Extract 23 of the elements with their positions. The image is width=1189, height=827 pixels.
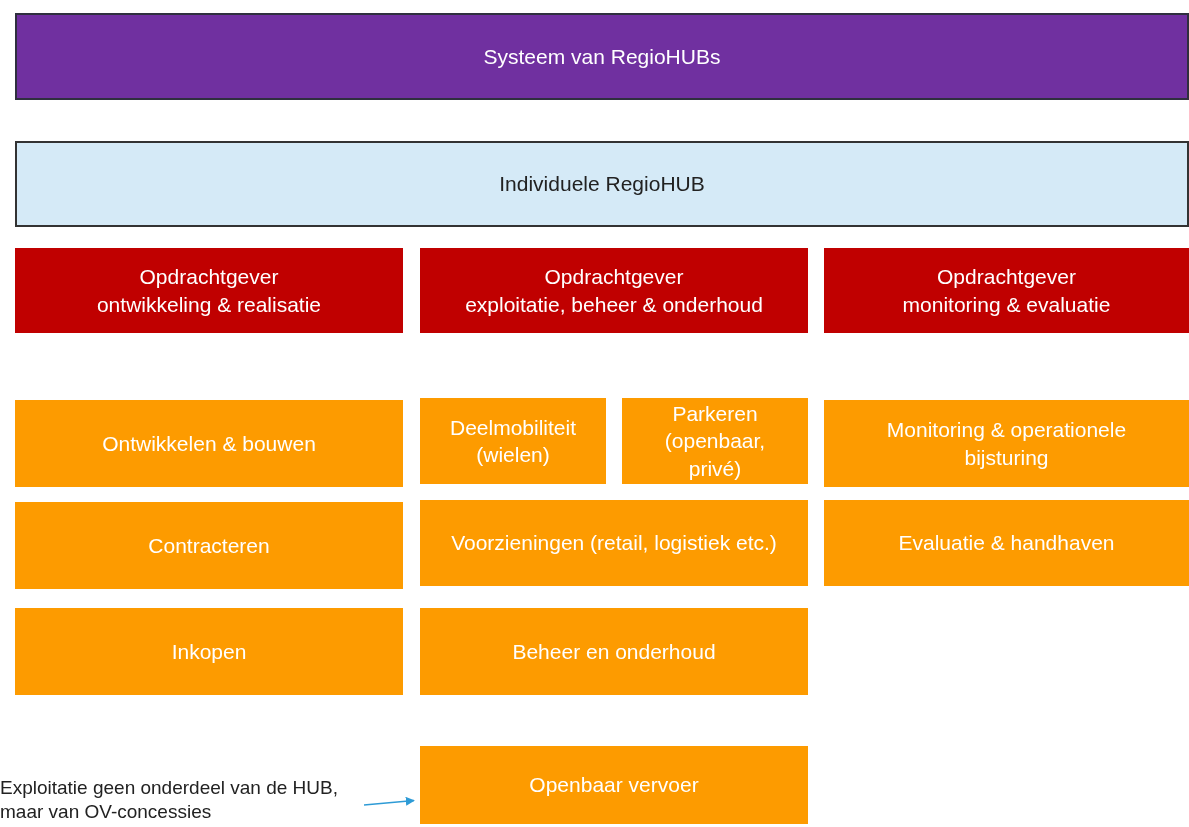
role-description: exploitatie, beheer & onderhoud	[464, 291, 764, 318]
note-text: Exploitatie geen onderdeel van de HUB, maar van OV-concessies	[0, 773, 350, 827]
role-box	[824, 248, 1189, 333]
title-banner: Systeem van RegioHUBs	[15, 13, 1189, 100]
task-box: Ontwikkelen & bouwen	[15, 400, 403, 487]
role-box	[420, 248, 808, 333]
hub-banner: Individuele RegioHUB	[15, 141, 1189, 227]
task-box: Deelmobiliteit (wielen)	[420, 398, 606, 484]
task-box: Evaluatie & handhaven	[824, 500, 1189, 586]
task-box: Openbaar vervoer	[420, 746, 808, 824]
task-box: Monitoring & operationele bijsturing	[824, 400, 1189, 487]
task-box: Beheer en onderhoud	[420, 608, 808, 695]
role-heading: Opdrachtgever	[936, 264, 1077, 291]
role-heading: Opdrachtgever	[543, 264, 685, 291]
task-box: Voorzieningen (retail, logistiek etc.)	[420, 500, 808, 586]
task-box: Parkeren (openbaar, privé)	[622, 398, 808, 484]
role-description: ontwikkeling & realisatie	[95, 291, 323, 318]
task-box: Inkopen	[15, 608, 403, 695]
arrow	[363, 796, 415, 806]
role-heading: Opdrachtgever	[138, 264, 280, 291]
role-description: monitoring & evaluatie	[901, 291, 1112, 318]
task-box: Contracteren	[15, 502, 403, 589]
role-box	[15, 248, 403, 333]
